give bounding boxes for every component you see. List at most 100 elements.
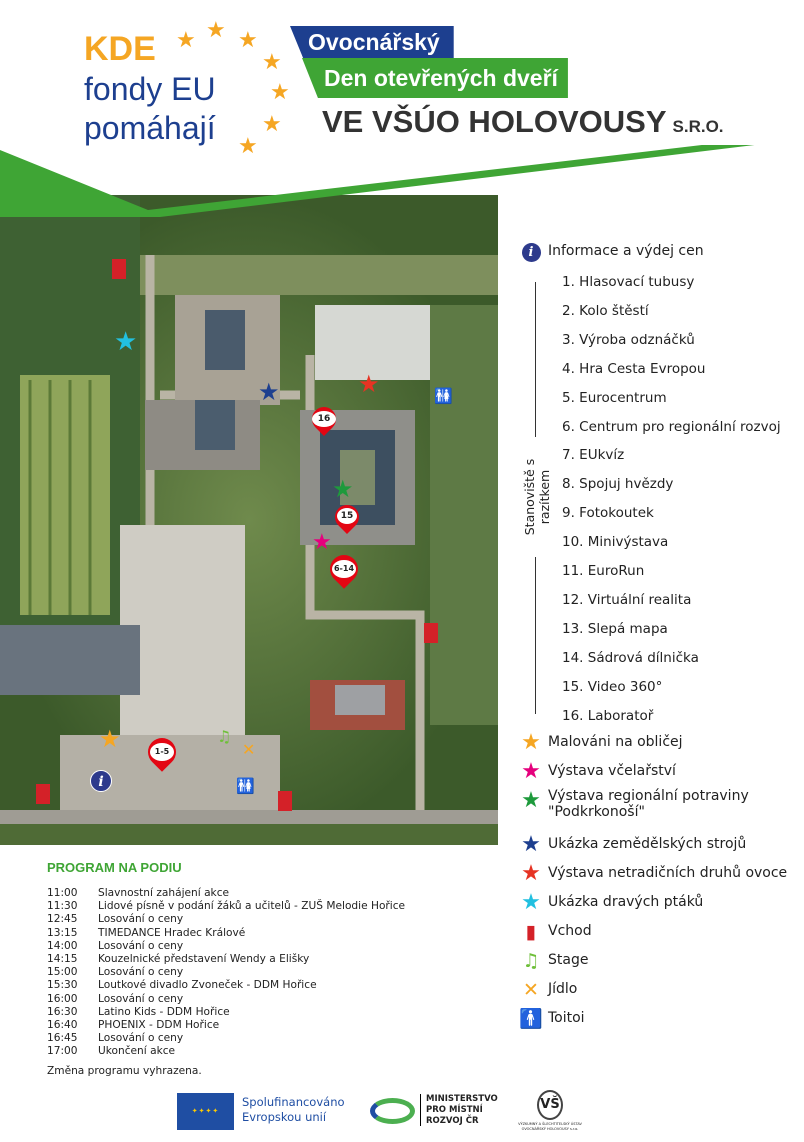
star-navy-icon[interactable]: ★ — [258, 378, 280, 406]
title-suffix: S.R.O. — [672, 117, 724, 136]
program-time: 16:45 — [47, 1032, 78, 1045]
legend-item: ★ Výstava včelařství — [520, 759, 676, 784]
stations-label: Stanoviště s razítkem — [522, 437, 552, 557]
program-row: 13:15 TIMEDANCE Hradec Králové — [47, 927, 405, 940]
legend-item: ♫Stage — [520, 952, 588, 971]
station-item: 12. Virtuální realita — [562, 591, 692, 608]
program-event: TIMEDANCE Hradec Králové — [98, 926, 246, 939]
program-event: PHOENIX - DDM Hořice — [98, 1019, 220, 1032]
legend-item: ▮ Vchod — [520, 921, 592, 943]
station-item: 3. Výroba odznáčků — [562, 331, 695, 348]
station-item: 7. EUkvíz — [562, 447, 625, 464]
eu-flag-icon: ✦✦✦✦ — [177, 1093, 234, 1130]
pin-label: 16 — [312, 411, 336, 427]
star-green-icon: ★ — [521, 788, 541, 813]
station-item: 15. Video 360° — [562, 678, 663, 695]
entrance-icon[interactable] — [278, 791, 292, 811]
program-row: 16:45 Losování o ceny — [47, 1032, 405, 1045]
legend-item: ★ Výstava regionální potraviny"Podkrkonoš… — [520, 788, 749, 820]
star-orange-icon[interactable]: ★ — [99, 725, 121, 753]
program-row: 16:40 PHOENIX - DDM Hořice — [47, 1019, 405, 1032]
program-event: Losování o ceny — [98, 992, 184, 1005]
program-time: 11:00 — [47, 887, 78, 899]
mmr-logo-icon — [370, 1098, 415, 1124]
star-red-icon: ★ — [521, 861, 541, 886]
program-event: Losování o ceny — [98, 913, 184, 926]
station-item: 5. Eurocentrum — [562, 389, 667, 406]
program-time: 14:15 — [47, 953, 78, 966]
program-event: Losování o ceny — [98, 1032, 184, 1045]
star-green-icon[interactable]: ★ — [332, 475, 354, 503]
program-event: Slavnostní zahájení akce — [98, 887, 230, 899]
program-time: 15:30 — [47, 979, 78, 992]
program-event: Latino Kids - DDM Hořice — [98, 1005, 230, 1018]
star-cyan-icon[interactable]: ★ — [114, 327, 138, 357]
entrance-door-icon: ▮ — [525, 921, 537, 943]
legend-label: Malováni na obličej — [548, 734, 683, 750]
legend-label: Výstava netradičních druhů ovoce — [548, 865, 788, 881]
program-time: 15:00 — [47, 966, 78, 979]
entrance-icon[interactable] — [424, 623, 438, 643]
station-item: 8. Spojuj hvězdy — [562, 476, 674, 493]
music-notes-icon: ♫ — [217, 727, 232, 746]
station-item: 2. Kolo štěstí — [562, 302, 649, 319]
legend-label: Ukázka zemědělských strojů — [548, 836, 747, 852]
station-item: 11. EuroRun — [562, 563, 645, 579]
eu-star-icon: ★ — [238, 28, 258, 53]
pin-label: 15 — [337, 508, 357, 524]
info-icon: i — [520, 243, 542, 262]
star-orange-icon: ★ — [521, 730, 541, 755]
program-time: 11:30 — [47, 900, 78, 913]
legend-label: Ukázka dravých ptáků — [548, 894, 704, 910]
star-navy-icon: ★ — [521, 832, 541, 857]
fondy-eu-text: fondy EU — [84, 71, 216, 107]
title-ovocnarsky: Ovocnářský — [290, 26, 454, 58]
program-time: 13:15 — [47, 926, 78, 939]
legend-item: ✕ Jídlo — [520, 979, 578, 1001]
eu-star-icon: ★ — [262, 112, 282, 137]
program-event: Ukončení akce — [98, 1045, 176, 1058]
legend-item: ★Ukázka dravých ptáků — [520, 892, 704, 914]
legend-label: Výstava včelařství — [548, 763, 676, 779]
legend-label: Vchod — [548, 923, 592, 939]
legend-label: Výstava regionální potraviny"Podkrkonoší… — [548, 788, 749, 820]
eu-star-icon: ★ — [176, 28, 196, 53]
program-title: PROGRAM NA PODIU — [47, 860, 182, 875]
toilet-icon: 🚹 — [519, 1008, 543, 1030]
station-item: 1. Hlasovací tubusy — [562, 274, 695, 290]
station-item: 16. Laboratoř — [562, 707, 654, 724]
eu-star-icon: ★ — [262, 50, 282, 75]
fork-spoon-icon: ✕ — [523, 979, 539, 1001]
map-markers: ★ ★ ★ ★ ★ ★ 🚻 🚻 ♫ ✕ i 16 15 6-14 1-5 — [0, 195, 498, 845]
star-pink-icon[interactable]: ★ — [312, 530, 332, 555]
star-red-icon[interactable]: ★ — [358, 370, 380, 398]
pin-label: 6-14 — [332, 560, 356, 578]
legend-item: 🚹 Toitoi — [519, 1008, 585, 1030]
program-time: 16:40 — [47, 1019, 78, 1032]
star-pink-icon: ★ — [521, 759, 541, 784]
legend-info-label: Informace a výdej cen — [548, 243, 704, 259]
eu-star-icon: ★ — [270, 80, 290, 105]
program-note: Změna programu vyhrazena. — [47, 1065, 202, 1077]
title-den-otevrenych-dveri: Den otevřených dveří — [302, 58, 568, 98]
legend-item: ★ Výstava netradičních druhů ovoce — [520, 861, 788, 886]
legend-item: ★ Malováni na obličej — [520, 730, 683, 755]
program-time: 16:30 — [47, 1005, 78, 1018]
pomahaji-text: pomáhají — [84, 110, 216, 146]
entrance-icon[interactable] — [112, 259, 126, 279]
eu-star-icon: ★ — [206, 18, 226, 43]
station-item: 9. Fotokoutek — [562, 505, 654, 522]
legend-label: Jídlo — [548, 981, 578, 997]
info-icon[interactable]: i — [90, 770, 112, 792]
green-banner — [0, 145, 755, 217]
legend-label: Toitoi — [548, 1010, 585, 1026]
entrance-icon[interactable] — [36, 784, 50, 804]
